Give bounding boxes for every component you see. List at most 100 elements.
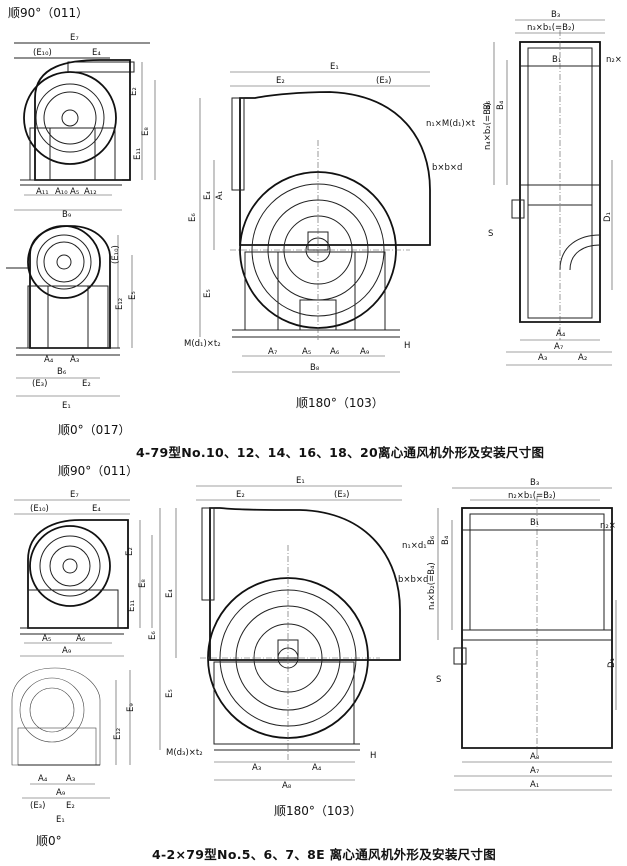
label-A3-main: A₃ [252, 763, 261, 773]
label-E12-b: E₁₂ [113, 728, 123, 740]
label-A10: A₁₀ [55, 187, 68, 197]
label-E10-c: (E₁₀) [30, 504, 49, 514]
label-E5: E₅ [128, 291, 138, 300]
label-A4-b: A₄ [38, 774, 48, 784]
label-bbd: b×b×d [432, 163, 462, 173]
orientation-bottom-0: 顺0° [36, 834, 62, 848]
label-S: S [488, 229, 493, 239]
label-E2-main: E₂ [276, 76, 285, 86]
label-A3-side: A₃ [538, 353, 547, 363]
label-E3: (E₃) [32, 379, 47, 389]
label-B6: B₆ [57, 367, 67, 377]
label-bbd-b: b×b×d [398, 575, 428, 585]
label-A2-side: A₂ [578, 353, 587, 363]
label-E2-b: E₂ [82, 379, 91, 389]
label-n3b1: n₃×b₁(=B₂) [527, 23, 575, 33]
label-A7-b: A₇ [530, 766, 540, 776]
caption-top: 4-79型No.10、12、14、16、18、20离心通风机外形及安装尺寸图 [136, 445, 545, 460]
label-A7-main: A₇ [268, 347, 278, 357]
label-A4-main: A₄ [312, 763, 322, 773]
label-E2-d: E₂ [66, 801, 75, 811]
label-A1-main: A₁ [215, 191, 225, 200]
label-E3-b: (E₃) [30, 801, 45, 811]
bottom-view-side: B₃ n₂×b₁(=B₂) B₁ n₂× n₄×b₂(=B₄) B₆ B₄ D₁… [427, 478, 617, 791]
label-E8: E₈ [141, 127, 151, 136]
label-E11: E₁₁ [133, 148, 143, 160]
bottom-view-180-main: E₁ E₂ (E₃) n₁×d₁ b×b×d E₆ E₄ E₅ M(d₃)×t₂… [148, 476, 428, 791]
label-A9-b: A₉ [62, 646, 72, 656]
label-B8: B₈ [310, 363, 320, 373]
label-A3-b: A₃ [66, 774, 75, 784]
label-Md3t2: M(d₃)×t₂ [166, 748, 203, 758]
label-E10-b: (E₁₀) [111, 245, 121, 264]
label-H-bottom: H [370, 751, 376, 761]
label-A4-top: A₄ [44, 355, 54, 365]
label-A7-side: A₇ [554, 342, 564, 352]
label-E4-main: E₄ [203, 191, 213, 200]
label-A4-side: A₄ [556, 329, 566, 339]
label-A8-side: A₈ [530, 752, 540, 762]
label-E1-d: E₁ [296, 476, 305, 486]
label-A5-b: A₅ [42, 634, 51, 644]
label-E1-main: E₁ [330, 62, 339, 72]
label-Md1t2: M(d₁)×t₂ [184, 339, 221, 349]
label-E7: E₇ [70, 33, 79, 43]
label-E6-b: E₆ [148, 631, 158, 640]
label-E1-b: E₁ [62, 401, 71, 411]
label-A8: A₈ [282, 781, 292, 791]
label-n2x: n₂× [606, 55, 622, 65]
label-n2x-b: n₂× [600, 521, 616, 531]
label-B3-b: B₃ [530, 478, 539, 488]
bottom-view-0-small: E₁₂ E₉ A₄ A₃ A₉ (E₃) E₂ E₁ [11, 667, 136, 825]
label-A6-b: A₆ [76, 634, 86, 644]
orientation-bottom-90: 顺90°（011） [58, 464, 139, 478]
label-E2-c: E₂ [125, 547, 135, 556]
label-B1-b: B₁ [530, 518, 539, 528]
label-A5-main: A₅ [302, 347, 311, 357]
label-E2-e: E₂ [236, 490, 245, 500]
label-E4-c: E₄ [165, 589, 175, 598]
label-B6-b: B₆ [427, 535, 437, 545]
label-E6: E₆ [188, 213, 198, 222]
label-B1: B₁ [552, 55, 561, 65]
label-n4b2: n₄×b₂(=B₄) [483, 102, 493, 150]
bottom-view-90-small: E₇ (E₁₀) E₄ E₂ E₈ E₁₁ A₅ A₆ A₉ [14, 490, 153, 657]
caption-bottom: 4-2×79型No.5、6、7、8E 离心通风机外形及安装尺寸图 [152, 847, 497, 862]
label-B4: B₄ [496, 100, 506, 110]
orientation-bottom-180: 顺180°（103） [274, 804, 362, 818]
top-view-0-small: (E₁₀) E₁₂ E₅ A₄ A₃ B₆ (E₃) E₂ E₁ [6, 225, 138, 411]
label-B6-side: B₆ [483, 100, 493, 110]
label-E2-v: E₂ [129, 87, 139, 96]
label-n2b1: n₂×b₁(=B₂) [508, 491, 556, 501]
top-view-180-main: E₁ E₂ (E₃) n₁×M(d₁)×t b×b×d E₆ E₄ A₁ E₅ … [184, 62, 476, 373]
label-E11-b: E₁₁ [127, 600, 137, 612]
label-A5: A₅ [70, 187, 79, 197]
label-E5-b: E₅ [165, 689, 175, 698]
top-view-side: B₃ n₃×b₁(=B₂) B₁ n₂× n₄×b₂(=B₄) B₆ B₄ D₁… [483, 10, 622, 366]
label-H-top: H [404, 341, 410, 351]
label-B4-b: B₄ [441, 535, 451, 545]
label-A9-main: A₉ [360, 347, 370, 357]
label-n1Md1: n₁×M(d₁)×t [426, 119, 476, 129]
label-n4b2-b: n₄×b₂(=B₄) [427, 562, 437, 610]
label-E4: E₄ [92, 48, 101, 58]
label-A11: A₁₁ [36, 187, 49, 197]
orientation-top-180: 顺180°（103） [296, 396, 384, 410]
label-E3-c: (E₃) [334, 490, 349, 500]
label-E3-main: (E₃) [376, 76, 391, 86]
label-B9: B₉ [62, 210, 72, 220]
label-E4-b: E₄ [92, 504, 101, 514]
label-E1-c: E₁ [56, 815, 65, 825]
label-E5-main: E₅ [203, 289, 213, 298]
label-A1-b: A₁ [530, 780, 539, 790]
label-B3: B₃ [551, 10, 560, 20]
label-n1d1: n₁×d₁ [402, 541, 427, 551]
label-S-b: S [436, 675, 441, 685]
orientation-top-90: 顺90°（011） [8, 6, 89, 20]
label-D1: D₁ [603, 212, 613, 222]
label-A3-top: A₃ [70, 355, 79, 365]
label-E7-b: E₇ [70, 490, 79, 500]
orientation-top-0: 顺0°（017） [58, 423, 131, 437]
label-D1-b: D₁ [607, 658, 617, 668]
